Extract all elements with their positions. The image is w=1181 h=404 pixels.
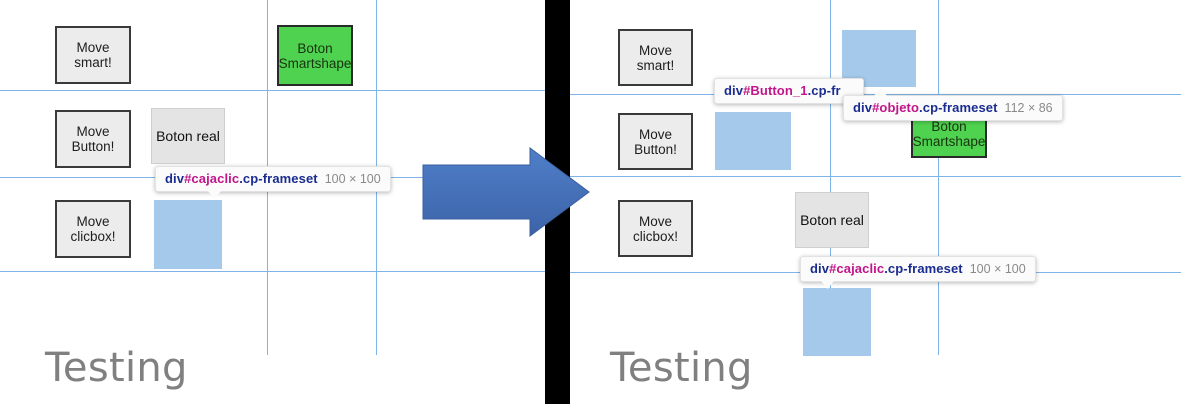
move-clicbox-button[interactable]: Move clicbox! — [618, 200, 693, 257]
boton-real[interactable]: Boton real — [151, 108, 225, 164]
tooltip-pointer-icon — [747, 103, 760, 104]
selector-class: .cp-fr — [807, 83, 841, 98]
page-title-left: Testing — [45, 345, 188, 391]
guide-line-vertical — [938, 0, 939, 355]
move-smart-button[interactable]: Move smart! — [618, 29, 693, 86]
boton-smartshape[interactable]: Boton Smartshape — [277, 25, 353, 86]
guide-line-horizontal — [0, 90, 545, 91]
selector-class: .cp-frameset — [919, 100, 998, 115]
selector-id: #cajaclic — [829, 261, 885, 276]
guide-line-horizontal — [0, 271, 545, 272]
selector-id: #objeto — [872, 100, 920, 115]
selector-tag: div — [810, 261, 830, 276]
button-1-box[interactable] — [715, 112, 791, 170]
tooltip-pointer-icon — [208, 191, 221, 199]
selector-id: #cajaclic — [184, 171, 240, 186]
guide-line-horizontal — [570, 176, 1181, 177]
inspector-tooltip-cajaclic: div#cajaclic.cp-frameset 100 × 100 — [155, 166, 391, 199]
inspector-dimensions: 112 × 86 — [1004, 101, 1053, 115]
transition-arrow-icon — [422, 147, 590, 237]
move-smart-button[interactable]: Move smart! — [55, 26, 131, 84]
inspector-selector: div#Button_1.cp-fr — [724, 83, 841, 98]
cajaclic-box[interactable] — [154, 200, 222, 269]
inspector-dimensions: 100 × 100 — [969, 262, 1026, 276]
inspector-dimensions: 100 × 100 — [324, 172, 381, 186]
selector-tag: div — [165, 171, 185, 186]
cajaclic-box[interactable] — [803, 288, 871, 356]
inspector-tooltip-objeto: div#objeto.cp-frameset 112 × 86 — [843, 88, 1063, 121]
inspector-selector: div#cajaclic.cp-frameset — [810, 261, 963, 276]
selector-class: .cp-frameset — [239, 171, 318, 186]
selector-id: #Button_1 — [743, 83, 808, 98]
inspector-tooltip-button-1: div#Button_1.cp-fr — [714, 78, 864, 104]
inspector-selector: div#cajaclic.cp-frameset — [165, 171, 318, 186]
tooltip-pointer-icon — [821, 281, 834, 289]
page-title-right: Testing — [610, 345, 753, 391]
move-clicbox-button[interactable]: Move clicbox! — [55, 200, 131, 258]
guide-line-vertical — [830, 0, 831, 355]
inspector-selector: div#objeto.cp-frameset — [853, 100, 998, 115]
boton-real[interactable]: Boton real — [795, 192, 869, 248]
selector-tag: div — [853, 100, 873, 115]
inspector-tooltip-cajaclic: div#cajaclic.cp-frameset 100 × 100 — [800, 256, 1036, 289]
selector-class: .cp-frameset — [884, 261, 963, 276]
tooltip-pointer-icon — [874, 88, 887, 96]
move-button-button[interactable]: Move Button! — [55, 110, 131, 168]
selector-tag: div — [724, 83, 744, 98]
move-button-button[interactable]: Move Button! — [618, 113, 693, 170]
objeto-box[interactable] — [842, 30, 916, 87]
